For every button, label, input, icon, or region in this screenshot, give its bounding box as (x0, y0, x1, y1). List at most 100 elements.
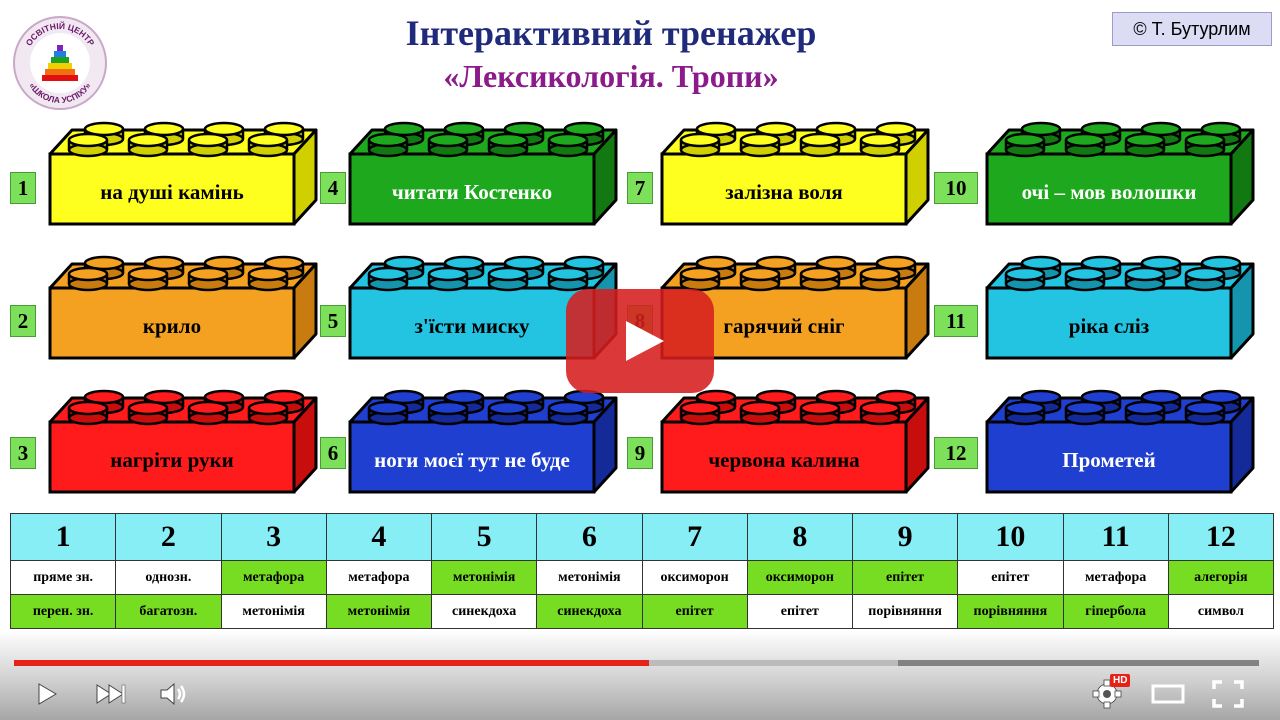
brick-label: залізна воля (725, 180, 843, 204)
next-button[interactable] (90, 676, 130, 712)
brick-7[interactable]: залізна воля (660, 112, 930, 227)
brick-label: з'їсти миску (414, 314, 530, 338)
brick-number-11: 11 (934, 305, 978, 337)
answer-option[interactable]: метафора (1062, 560, 1169, 595)
answer-option[interactable]: метонімія (536, 560, 643, 595)
player-controls-bar (0, 630, 1280, 720)
brick-shape (660, 389, 930, 494)
school-logo: ОСВІТНІЙ ЦЕНТР «ШКОЛА УСПІХУ» (12, 15, 108, 111)
answer-option[interactable]: порівняння (957, 594, 1064, 629)
theater-mode-button[interactable] (1148, 676, 1188, 712)
answer-option[interactable]: алегорія (1167, 560, 1275, 595)
brick-number-5: 5 (320, 305, 346, 337)
copyright-badge: © Т. Бутурлим (1112, 12, 1272, 46)
brick-4[interactable]: читати Костенко (348, 112, 618, 227)
answer-option[interactable]: метафора (325, 560, 433, 595)
brick-shape (348, 121, 618, 226)
brick-label: на душі камінь (100, 180, 244, 204)
stairs-logo-icon (42, 45, 78, 81)
brick-shape (985, 255, 1255, 360)
answer-option[interactable]: метонімія (220, 594, 327, 629)
column-number: 6 (536, 513, 643, 561)
page-title: Інтерактивний тренажер (405, 13, 817, 53)
brick-number-2: 2 (10, 305, 36, 337)
brick-label: гарячий сніг (723, 314, 845, 338)
brick-label: читати Костенко (391, 180, 553, 204)
brick-10[interactable]: очі – мов волошки (985, 112, 1255, 227)
brick-number-6: 6 (320, 437, 346, 469)
column-number: 7 (641, 513, 748, 561)
brick-label: Прометей (1062, 448, 1156, 472)
brick-number-3: 3 (10, 437, 36, 469)
column-number: 3 (220, 513, 327, 561)
theater-icon (1151, 684, 1185, 704)
answer-option[interactable]: багатозн. (115, 594, 222, 629)
answer-option[interactable]: однозн. (115, 560, 222, 595)
progress-bar[interactable] (14, 660, 1259, 666)
volume-button[interactable] (154, 676, 192, 712)
column-number: 8 (746, 513, 854, 561)
brick-number-1: 1 (10, 172, 36, 204)
brick-shape (48, 255, 318, 360)
settings-button[interactable] (1088, 676, 1126, 712)
column-number: 9 (851, 513, 959, 561)
settings-icon (1092, 679, 1122, 709)
column-number: 10 (957, 513, 1064, 561)
brick-9[interactable]: червона калина (660, 380, 930, 495)
brick-shape (48, 121, 318, 226)
answer-option[interactable]: епітет (851, 560, 959, 595)
brick-12[interactable]: Прометей (985, 380, 1255, 495)
brick-number-12: 12 (934, 437, 978, 469)
brick-3[interactable]: нагріти руки (48, 380, 318, 495)
answer-option[interactable]: метонімія (430, 560, 538, 595)
brick-shape (985, 121, 1255, 226)
volume-icon (160, 682, 186, 706)
answer-option[interactable]: пряме зн. (9, 560, 117, 595)
answer-option[interactable]: синекдоха (430, 594, 538, 629)
answer-option[interactable]: синекдоха (536, 594, 643, 629)
brick-label: червона калина (708, 448, 860, 472)
brick-number-10: 10 (934, 172, 978, 204)
brick-label: нагріти руки (110, 448, 234, 472)
play-triangle-icon (626, 321, 664, 361)
brick-shape (48, 389, 318, 494)
brick-number-4: 4 (320, 172, 346, 204)
brick-shape (985, 389, 1255, 494)
answer-option[interactable]: перен. зн. (9, 594, 117, 629)
brick-label: очі – мов волошки (1021, 180, 1197, 204)
brick-shape (348, 389, 618, 494)
column-number: 5 (430, 513, 538, 561)
column-number: 12 (1167, 513, 1275, 561)
answer-option[interactable]: оксиморон (746, 560, 854, 595)
answer-option[interactable]: символ (1167, 594, 1275, 629)
answer-option[interactable]: метонімія (325, 594, 433, 629)
brick-2[interactable]: крило (48, 246, 318, 361)
column-number: 2 (115, 513, 222, 561)
brick-label: ноги моєї тут не буде (374, 448, 570, 472)
answer-option[interactable]: епітет (746, 594, 854, 629)
answer-option[interactable]: оксиморон (641, 560, 748, 595)
column-number: 4 (325, 513, 433, 561)
answer-option[interactable]: епітет (641, 594, 748, 629)
play-button[interactable] (28, 676, 64, 712)
fullscreen-button[interactable] (1208, 676, 1248, 712)
page-subtitle: «Лексикологія. Тропи» (443, 58, 779, 94)
progress-played (14, 660, 649, 666)
column-number: 1 (9, 513, 117, 561)
answer-option[interactable]: порівняння (851, 594, 959, 629)
answer-option[interactable]: епітет (957, 560, 1064, 595)
brick-6[interactable]: ноги моєї тут не буде (348, 380, 618, 495)
answer-option[interactable]: гіпербола (1062, 594, 1169, 629)
brick-1[interactable]: на душі камінь (48, 112, 318, 227)
play-overlay-button[interactable] (566, 289, 714, 393)
brick-number-9: 9 (627, 437, 653, 469)
answer-option[interactable]: метафора (220, 560, 327, 595)
fullscreen-icon (1212, 680, 1244, 708)
brick-11[interactable]: ріка сліз (985, 246, 1255, 361)
next-icon (96, 684, 126, 704)
